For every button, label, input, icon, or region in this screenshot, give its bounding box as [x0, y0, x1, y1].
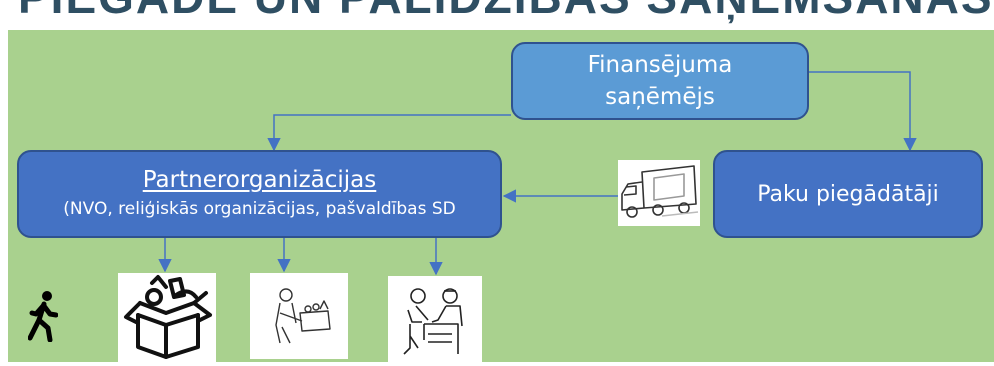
funding-recipient-line1: Finansējuma — [587, 52, 733, 78]
funding-recipient-line2: saņēmējs — [605, 84, 715, 110]
walking-person-icon — [27, 290, 59, 343]
slide-title: PIEGĀDE UN PALĪDZĪBAS SAŅĒMŠANAS DALĪJUM… — [18, 0, 994, 24]
title-strip: PIEGĀDE UN PALĪDZĪBAS SAŅĒMŠANAS DALĪJUM… — [0, 0, 994, 30]
truck-icon — [618, 160, 700, 226]
partner-organisations-detail: (NVO, reliģiskās organizācijas, pašvaldī… — [63, 199, 456, 219]
food-box-icon — [118, 273, 216, 362]
partner-organisations-label: Partnerorganizācijas — [142, 167, 377, 193]
package-suppliers-label: Paku piegādātāji — [757, 181, 939, 207]
arrow-recipient-to-partners — [267, 114, 511, 152]
funding-recipient-node: Finansējuma saņēmējs — [511, 42, 809, 120]
diagram-canvas: Finansējuma saņēmējs Partnerorganizācija… — [8, 30, 994, 362]
consultation-icon — [388, 276, 482, 362]
connector-layer — [158, 71, 917, 276]
package-suppliers-node: Paku piegādātāji — [713, 150, 983, 238]
partner-organisations-node: Partnerorganizācijas (NVO, reliģiskās or… — [17, 150, 502, 238]
aid-distribution-icon — [250, 273, 348, 359]
arrow-recipient-to-suppliers — [809, 71, 917, 152]
